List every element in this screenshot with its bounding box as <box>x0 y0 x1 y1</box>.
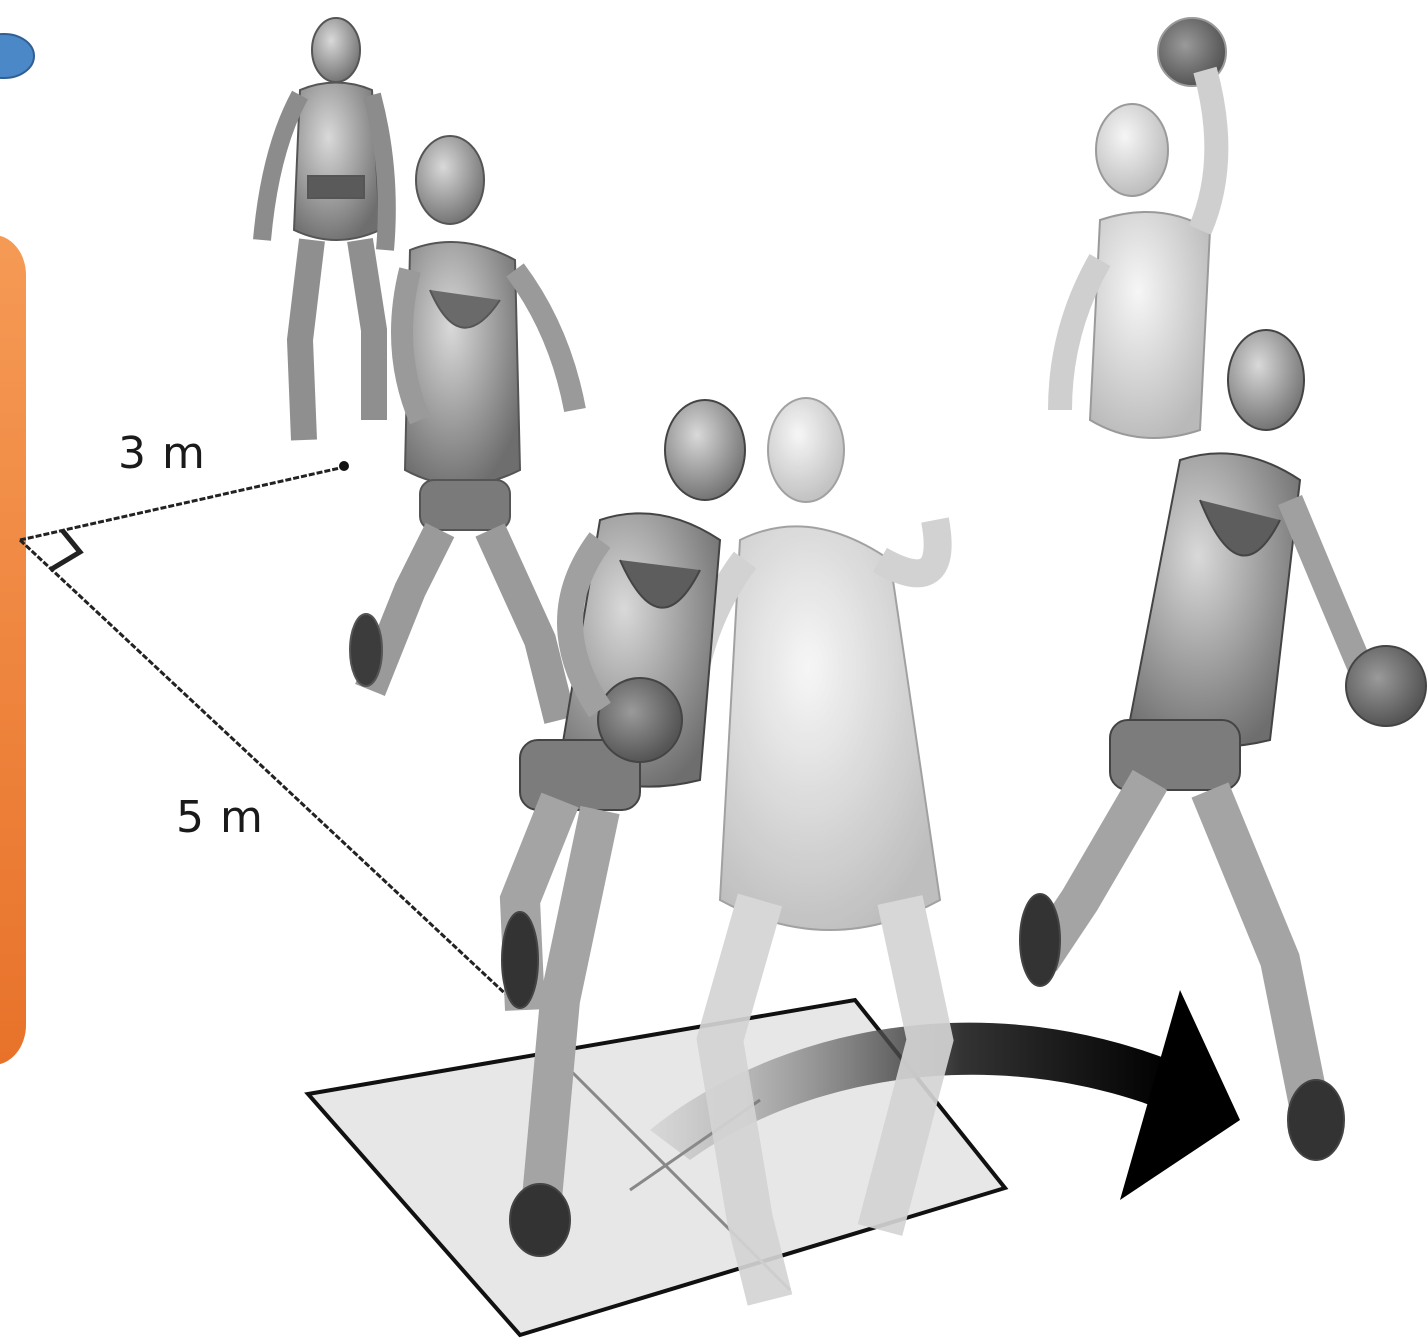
label-3m: 3 m <box>118 428 206 479</box>
blue-dot-icon <box>0 34 34 78</box>
player-throwing-ghost <box>1060 18 1226 438</box>
orange-side-panel <box>0 235 26 1065</box>
label-5m: 5 m <box>176 792 264 843</box>
player-standing-background <box>262 18 387 440</box>
